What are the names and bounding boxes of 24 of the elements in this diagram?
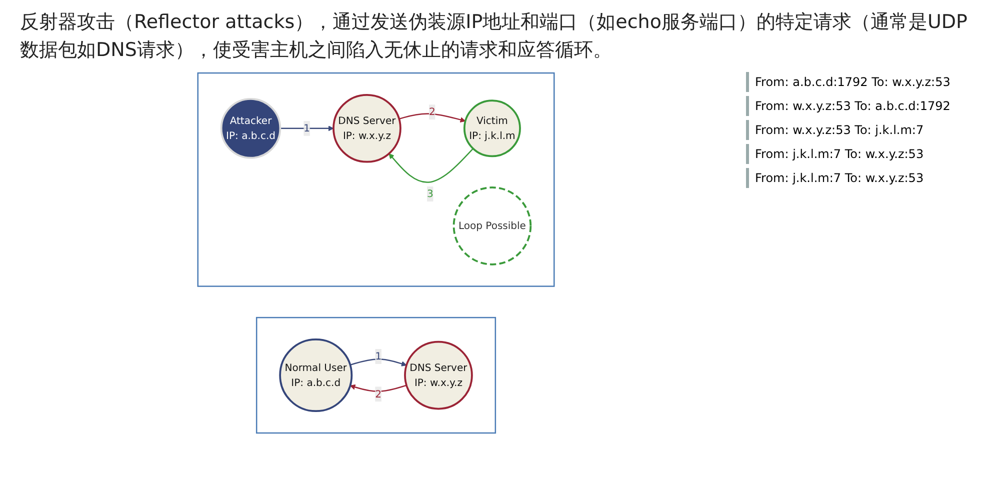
arrow <box>350 358 407 366</box>
node-circle: DNS Server IP: w.x.y.z <box>404 340 473 410</box>
arrow <box>388 148 474 183</box>
node-circle: Normal User IP: a.b.c.d <box>279 338 353 412</box>
node-circle: DNS Server IP: w.x.y.z <box>332 94 402 163</box>
cluster <box>256 316 496 434</box>
node-circle: Attacker IP: a.b.c.d <box>220 98 282 159</box>
packet-address-note: From: j.k.l.m:7 To: w.x.y.z:53 <box>746 168 984 188</box>
packet-address-note: From: a.b.c.d:1792 To: w.x.y.z:53 <box>746 72 984 92</box>
description-text: 反射器攻击（Reflector attacks），通过发送伪装源IP地址和端口（如echo服务端口）的特定请求（通常是UDP数据包如DNS请求），使受害主机之间陷入无休止的请求和应答循环。 <box>20 10 968 63</box>
edge-label: 1 <box>375 350 382 362</box>
packet-address-note: From: w.x.y.z:53 To: a.b.c.d:1792 <box>746 96 984 116</box>
arrow <box>398 113 466 122</box>
node-circle: Loop Possible <box>452 186 532 266</box>
arrow <box>350 384 407 392</box>
packet-address-note: From: w.x.y.z:53 To: j.k.l.m:7 <box>746 120 984 140</box>
arrow <box>280 126 334 132</box>
edge-label: 3 <box>427 188 434 200</box>
packet-address-note: From: j.k.l.m:7 To: w.x.y.z:53 <box>746 144 984 164</box>
edge-label: 1 <box>304 122 310 134</box>
edge-label: 2 <box>428 106 436 118</box>
cluster <box>197 72 555 287</box>
node-circle: Victim IP: j.k.l.m <box>463 100 521 158</box>
edge-label: 2 <box>375 388 382 400</box>
